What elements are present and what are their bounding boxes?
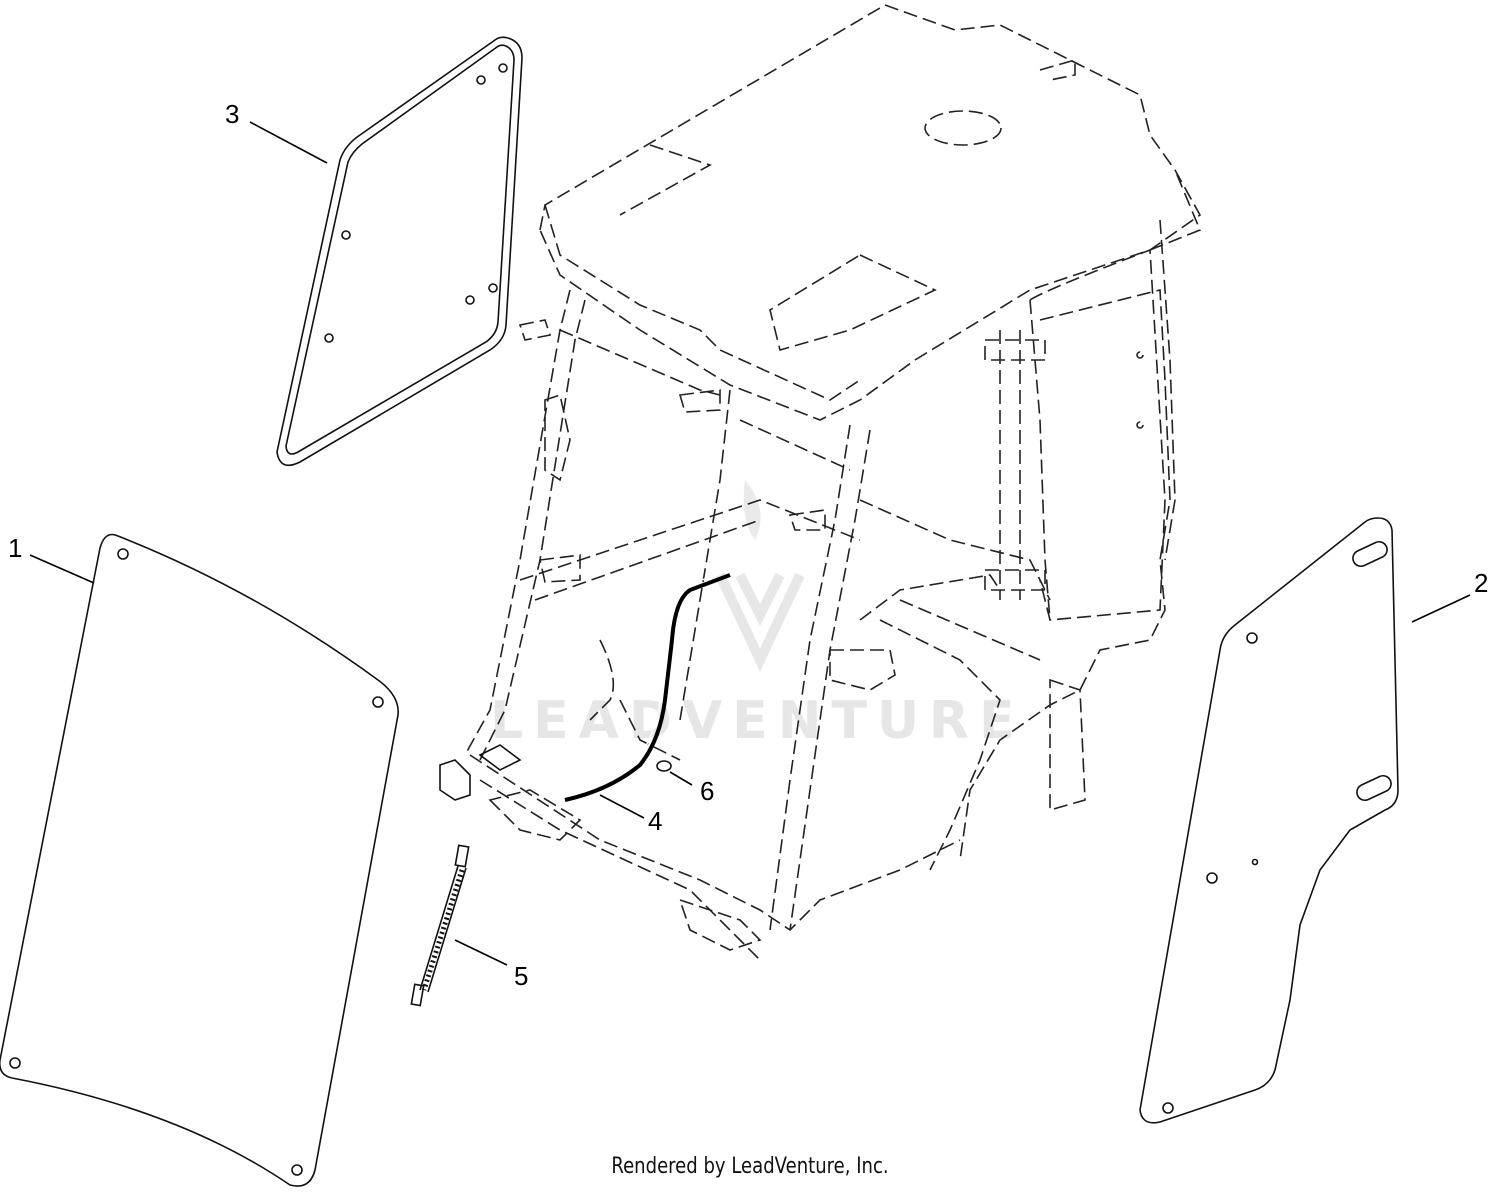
gas-strut [410,844,470,1007]
leader-line-1 [29,554,95,584]
leader-line-4 [599,794,645,819]
callouts: 3 1 2 4 5 6 [8,99,1488,991]
leader-line-2 [1411,594,1471,623]
leader-line-6 [669,771,693,786]
cab-frame [439,4,1202,961]
part-number-2: 2 [1474,568,1488,598]
watermark-text: LEADVENTURE [490,691,1025,751]
watermark: LEADVENTURE [490,480,1025,751]
rear-glass-panel [276,36,523,467]
leader-line-3 [249,121,328,164]
part-number-6: 6 [700,776,714,806]
part-number-5: 5 [514,961,528,991]
door-glass-panel [1139,517,1399,1124]
footer-credit: Rendered by LeadVenture, Inc. [611,1154,889,1179]
part-number-1: 1 [8,533,22,563]
front-glass-panel [0,533,399,1187]
part-number-3: 3 [225,99,239,129]
part-number-4: 4 [648,806,662,836]
leader-line-5 [454,939,508,966]
